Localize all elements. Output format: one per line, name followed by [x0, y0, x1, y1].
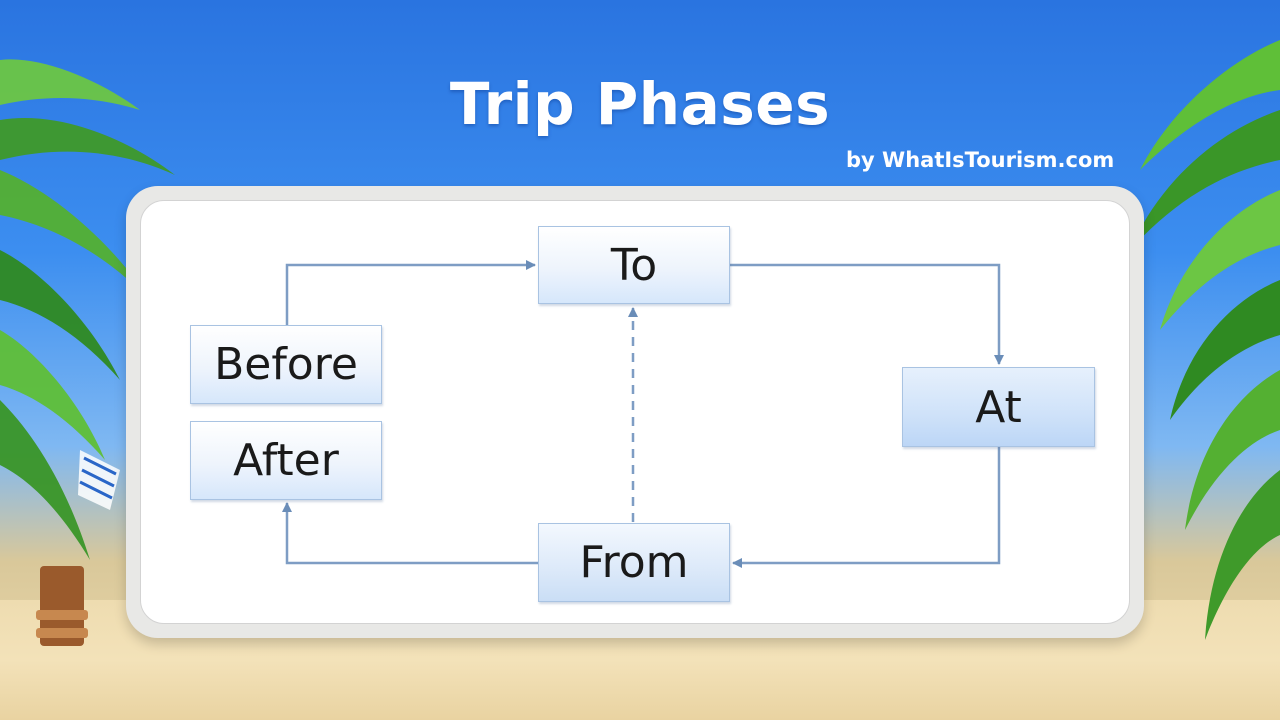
node-to: To — [538, 226, 730, 304]
page-title: Trip Phases — [449, 70, 831, 138]
arrow-before-to — [285, 260, 536, 325]
palm-tree-left-icon — [0, 59, 175, 646]
arrow-from-after — [282, 502, 538, 565]
palm-tree-right-icon — [1130, 40, 1280, 640]
arrow-to-at — [730, 263, 1004, 365]
node-after: After — [190, 421, 382, 500]
node-at: At — [902, 367, 1095, 447]
node-from: From — [538, 523, 730, 602]
arrow-at-from — [732, 447, 1001, 568]
byline: by WhatIsTourism.com — [846, 148, 1115, 172]
node-before: Before — [190, 325, 382, 404]
